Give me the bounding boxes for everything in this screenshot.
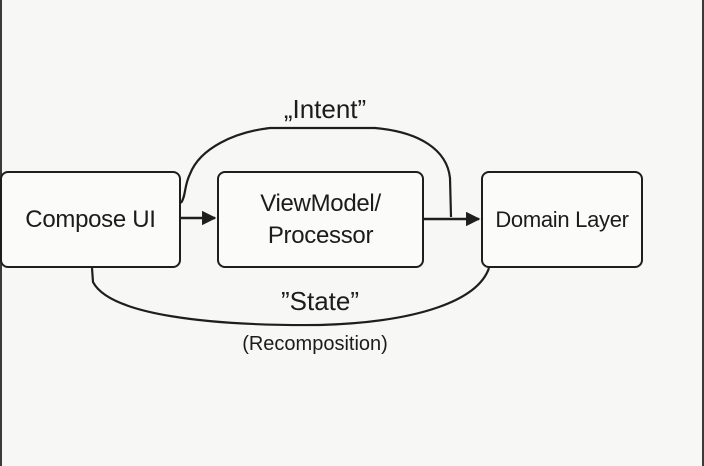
viewmodel-label-line2: Processor bbox=[267, 221, 374, 249]
compose-ui-label: Compose UI bbox=[25, 205, 156, 233]
compose-ui-node: Compose UI bbox=[0, 171, 181, 268]
viewmodel-processor-node: ViewModel/ Processor bbox=[217, 171, 424, 268]
viewmodel-label-line1: ViewModel/ bbox=[260, 189, 381, 217]
domain-layer-node: Domain Layer bbox=[481, 171, 643, 268]
recomposition-edge-label: (Recomposition) bbox=[242, 333, 388, 355]
intent-flow-curve bbox=[180, 126, 453, 218]
state-flow-curve bbox=[90, 267, 491, 327]
state-edge-label: ”State” bbox=[280, 286, 360, 316]
domain-layer-label: Domain Layer bbox=[495, 206, 629, 232]
window-right-border bbox=[702, 0, 704, 466]
intent-edge-label: „Intent” bbox=[283, 94, 367, 124]
